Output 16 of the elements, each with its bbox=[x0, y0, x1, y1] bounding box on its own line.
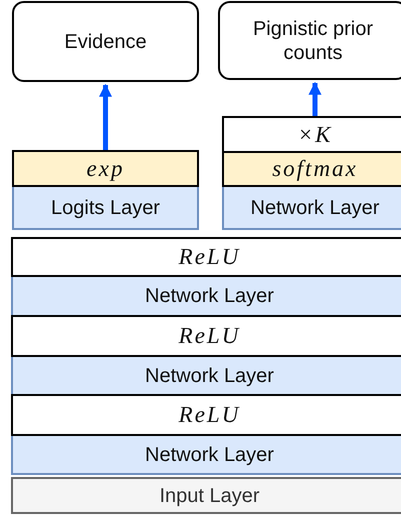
activation-layer: softmax bbox=[222, 151, 401, 187]
network-layer: Network Layer bbox=[222, 185, 401, 230]
network-layer: Network Layer bbox=[11, 355, 401, 396]
output-box: Pignistic prior counts bbox=[218, 1, 401, 80]
input-layer: Input Layer bbox=[11, 477, 401, 514]
activation-layer: ReLU bbox=[11, 394, 401, 436]
network-layer: Network Layer bbox=[11, 275, 401, 317]
network-layer: Logits Layer bbox=[12, 185, 199, 230]
multiplier-layer: ×K bbox=[222, 116, 401, 153]
arrow bbox=[308, 82, 322, 116]
activation-layer: ReLU bbox=[11, 315, 401, 357]
network-layer: Network Layer bbox=[11, 434, 401, 475]
output-box: Evidence bbox=[12, 1, 199, 82]
arrow bbox=[99, 84, 112, 150]
activation-layer: exp bbox=[12, 150, 199, 187]
activation-layer: ReLU bbox=[11, 237, 401, 277]
